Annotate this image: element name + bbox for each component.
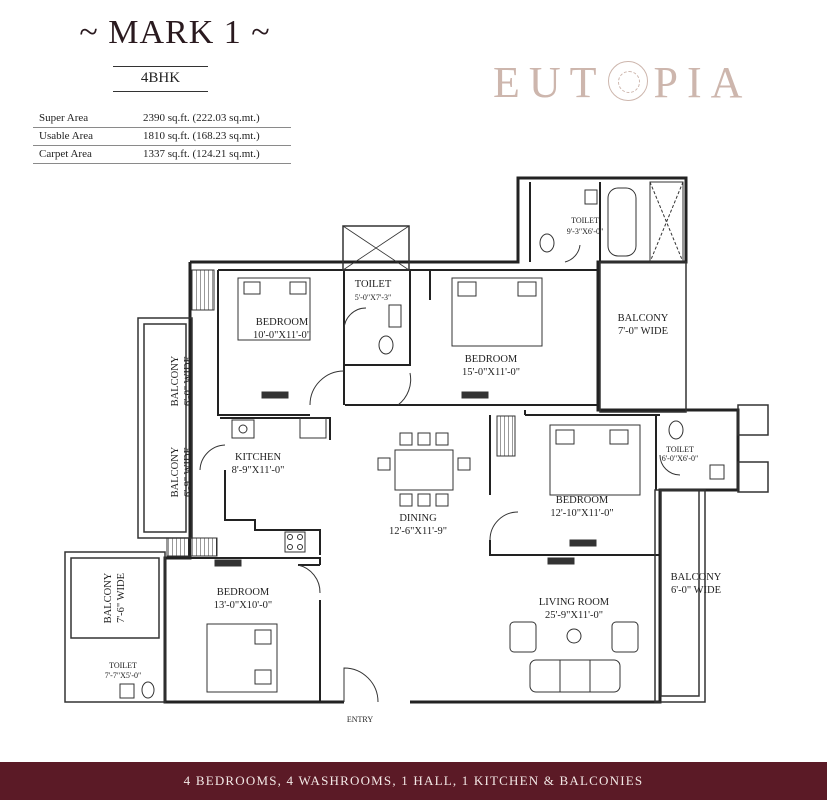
balcony-4-name: BALCONY [671,572,722,583]
area-row-carpet: Carpet Area 1337 sq.ft. (124.21 sq.mt.) [33,146,291,164]
dining-name: DINING [399,513,437,524]
shafts [166,181,684,557]
area-row-usable: Usable Area 1810 sq.ft. (168.23 sq.mt.) [33,128,291,146]
toilet-3-name: TOILET [666,445,694,454]
bedroom-3-name: BEDROOM [556,495,609,506]
toilet-4-name: TOILET [109,661,137,670]
toilet-1-name: TOILET [355,279,392,290]
bedroom-4-size: 13'-0"X10'-0" [214,600,272,611]
brand-text-end: PIA [653,58,752,107]
balcony-1-size: 7'-0" WIDE [618,326,668,337]
room-labels: BEDROOM 10'-0"X11'-0" TOILET 5'-0"X7'-3"… [103,216,722,724]
bedroom-2-size: 15'-0"X11'-0" [462,367,520,378]
living-room-size: 25'-9"X11'-0" [545,610,603,621]
bedroom-2-name: BEDROOM [465,354,518,365]
configuration-tag: 4BHK [113,66,208,92]
toilet-1-size: 5'-0"X7'-3" [355,293,392,302]
toilet-2-name: TOILET [571,216,599,225]
balcony-2-size: 6'-0" WIDE [183,356,194,406]
kitchen-size: 8'-9"X11'-0" [232,465,285,476]
balcony-3-size: 6'-9" WIDE [183,447,194,497]
entry-label: ENTRY [347,715,373,724]
plan-title: ~ MARK 1 ~ [79,14,271,51]
brand-logo: EUT PIA [493,58,793,108]
balconies [64,225,769,703]
balcony-5-name: BALCONY [103,572,114,623]
area-table: Super Area 2390 sq.ft. (222.03 sq.mt.) U… [33,110,291,164]
area-label: Super Area [39,112,89,124]
footer-summary: 4 BEDROOMS, 4 WASHROOMS, 1 HALL, 1 KITCH… [0,762,827,800]
interior-walls [165,182,660,702]
area-value: 1810 sq.ft. (168.23 sq.mt.) [143,130,260,142]
balcony-5-size: 7'-6" WIDE [116,573,127,623]
balcony-2-name: BALCONY [170,355,181,406]
floor-plan: BEDROOM 10'-0"X11'-0" TOILET 5'-0"X7'-3"… [64,176,769,724]
area-value: 1337 sq.ft. (124.21 sq.mt.) [143,148,260,160]
area-value: 2390 sq.ft. (222.03 sq.mt.) [143,112,260,124]
brand-seal-icon [607,61,648,101]
toilet-4-size: 7'-7"X5'-0" [105,671,142,680]
brand-text-start: EUT [493,58,606,107]
balcony-1-name: BALCONY [618,313,669,324]
area-label: Usable Area [39,130,94,142]
balcony-3-name: BALCONY [170,446,181,497]
area-row-super: Super Area 2390 sq.ft. (222.03 sq.mt.) [33,110,291,128]
bedroom-4-name: BEDROOM [217,587,270,598]
toilet-3-size: 6'-0"X6'-0" [662,454,699,463]
kitchen-name: KITCHEN [235,452,281,463]
area-label: Carpet Area [39,148,92,160]
bedroom-1-name: BEDROOM [256,317,309,328]
furniture [119,187,725,703]
balcony-4-size: 6'-0" WIDE [671,585,721,596]
bedroom-1-size: 10'-0"X11'-0" [253,330,311,341]
dining-size: 12'-6"X11'-9" [389,526,447,537]
toilet-2-size: 9'-3"X6'-0" [567,227,604,236]
living-room-name: LIVING ROOM [539,597,610,608]
bedroom-3-size: 12'-10"X11'-0" [550,508,613,519]
